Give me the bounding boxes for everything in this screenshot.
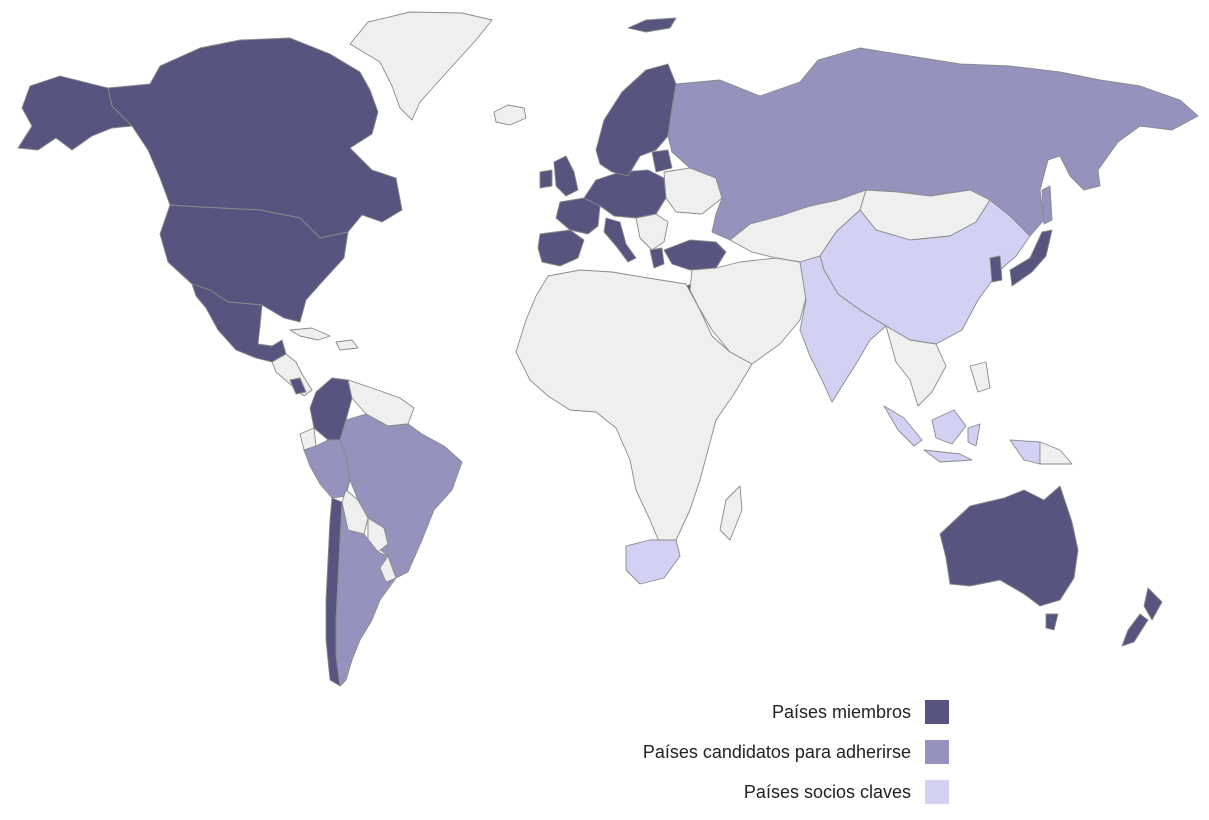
country-france	[555, 197, 601, 235]
country-uruguay	[379, 555, 397, 583]
country-south-korea	[989, 255, 1003, 283]
legend-swatch-candidates	[925, 740, 949, 764]
region-africa	[515, 269, 753, 545]
legend-item-partners: Países socios claves	[744, 780, 949, 804]
country-indonesia-borneo	[931, 409, 967, 445]
country-costa-rica	[289, 377, 307, 395]
country-australia-tasmania	[1045, 613, 1059, 631]
country-australia	[939, 485, 1079, 607]
region-balkans	[635, 213, 669, 251]
legend-label-partners: Países socios claves	[743, 781, 911, 802]
legend-label-members: Países miembros	[771, 701, 911, 722]
world-map	[17, 11, 1199, 687]
country-new-zealand-north	[1143, 587, 1163, 621]
country-russia	[667, 47, 1199, 241]
legend-label-candidates: Países candidatos para adherirse	[642, 741, 911, 762]
country-greenland	[349, 11, 493, 121]
region-southeast-asia	[885, 325, 947, 407]
map-legend: Países miembros Países candidatos para a…	[643, 700, 949, 820]
country-hispaniola	[335, 339, 359, 351]
country-new-zealand-south	[1121, 613, 1149, 647]
country-uk	[553, 155, 579, 197]
country-indonesia-sumatra	[883, 405, 923, 447]
country-philippines	[969, 361, 991, 393]
country-canada	[107, 37, 403, 239]
country-argentina	[335, 501, 397, 687]
country-south-africa	[625, 539, 681, 585]
country-paraguay	[367, 517, 389, 553]
country-iberia	[537, 229, 585, 267]
country-cuba	[289, 327, 331, 341]
country-indonesia-java	[923, 449, 973, 463]
country-india	[799, 255, 887, 403]
region-central-america	[271, 353, 313, 397]
country-turkey	[663, 239, 727, 271]
country-greece	[649, 247, 665, 269]
country-iceland	[493, 104, 527, 126]
legend-item-candidates: Países candidatos para adherirse	[643, 740, 949, 764]
country-svalbard	[627, 17, 677, 33]
country-alaska	[17, 75, 133, 151]
legend-item-members: Países miembros	[772, 700, 949, 724]
country-indonesia-sulawesi	[967, 423, 981, 447]
country-usa	[159, 204, 349, 323]
country-russia-sakhalin	[1041, 185, 1053, 225]
country-indonesia-papua	[1009, 439, 1041, 465]
country-japan	[1009, 229, 1053, 287]
country-mexico	[191, 283, 287, 363]
legend-swatch-members	[925, 700, 949, 724]
world-map-area	[17, 11, 1199, 687]
legend-swatch-partners	[925, 780, 949, 804]
region-baltics	[651, 149, 673, 173]
country-madagascar	[719, 485, 743, 541]
country-italy	[603, 217, 637, 263]
country-papua-new-guinea	[1039, 441, 1073, 465]
country-ireland	[539, 169, 553, 189]
